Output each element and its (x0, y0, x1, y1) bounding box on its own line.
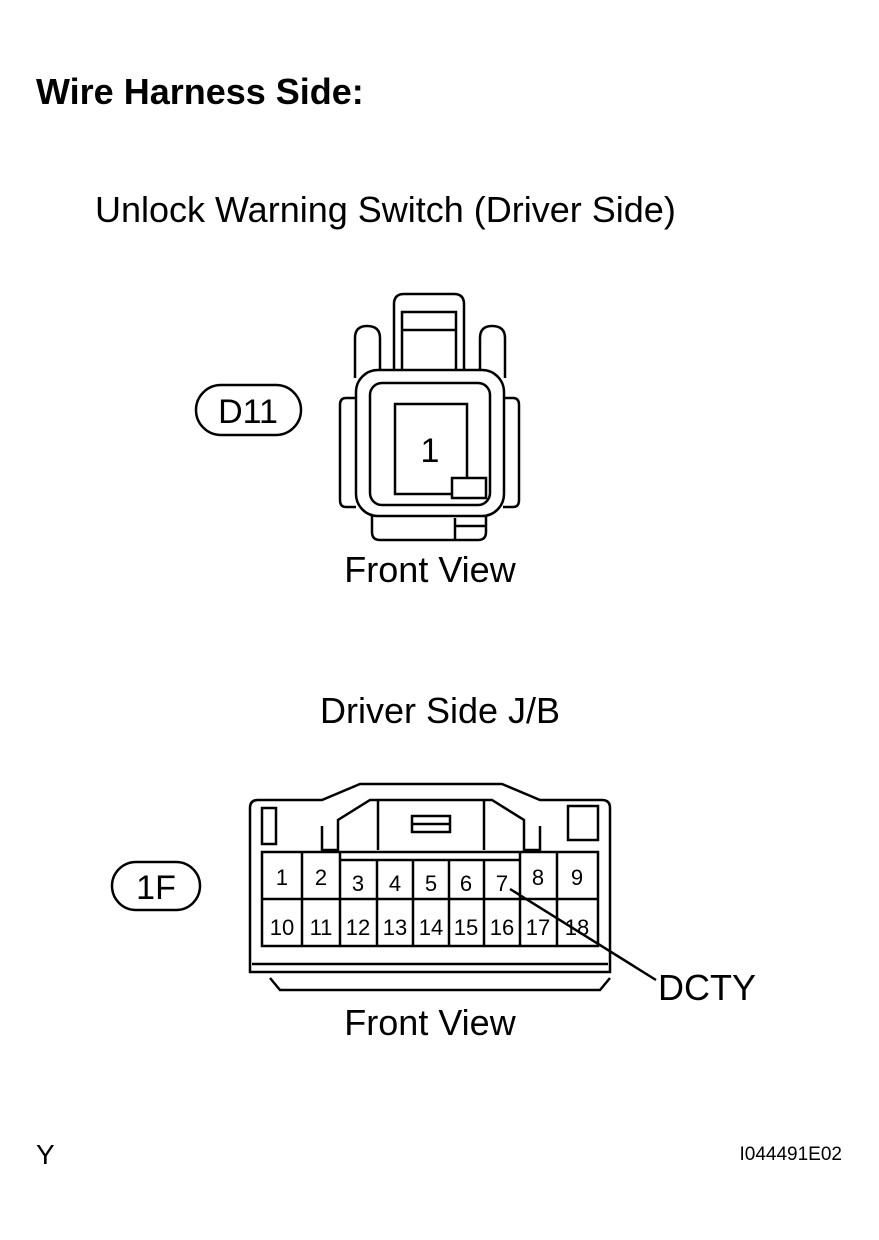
d11-connector-drawing (338, 292, 521, 542)
jb-title: Driver Side J/B (320, 690, 560, 731)
jb-code: 1F (136, 869, 176, 907)
jb-pin-7: 7 (496, 871, 508, 896)
d11-view-label: Front View (344, 549, 516, 590)
jb-pin-3: 3 (352, 871, 364, 896)
jb-pin-1: 1 (276, 865, 288, 890)
jb-connector-drawing (248, 782, 612, 992)
jb-pin-16: 16 (490, 915, 514, 940)
d11-pin-1: 1 (421, 432, 440, 470)
jb-pin-17: 17 (526, 915, 550, 940)
figure-id: I044491E02 (740, 1144, 843, 1165)
jb-pin-13: 13 (383, 915, 407, 940)
jb-code-badge: 1F (110, 860, 202, 912)
d11-code: D11 (218, 393, 278, 431)
jb-pin-6: 6 (460, 871, 472, 896)
footer-left-mark: Y (36, 1139, 55, 1170)
dcty-callout: DCTY (658, 967, 756, 1008)
jb-pin-11: 11 (310, 915, 333, 940)
jb-pin-14: 14 (419, 915, 443, 940)
jb-pin-5: 5 (425, 871, 437, 896)
jb-pin-4: 4 (389, 871, 401, 896)
jb-pin-2: 2 (315, 865, 327, 890)
d11-code-badge: D11 (194, 383, 303, 437)
jb-pin-12: 12 (346, 915, 370, 940)
jb-pin-8: 8 (532, 865, 544, 890)
jb-pin-10: 10 (270, 915, 294, 940)
jb-view-label: Front View (344, 1002, 516, 1043)
jb-pin-9: 9 (571, 865, 583, 890)
dcty-leader-line (509, 887, 657, 982)
page-heading: Wire Harness Side: (36, 71, 364, 112)
d11-title: Unlock Warning Switch (Driver Side) (95, 189, 676, 230)
jb-pin-15: 15 (454, 915, 478, 940)
